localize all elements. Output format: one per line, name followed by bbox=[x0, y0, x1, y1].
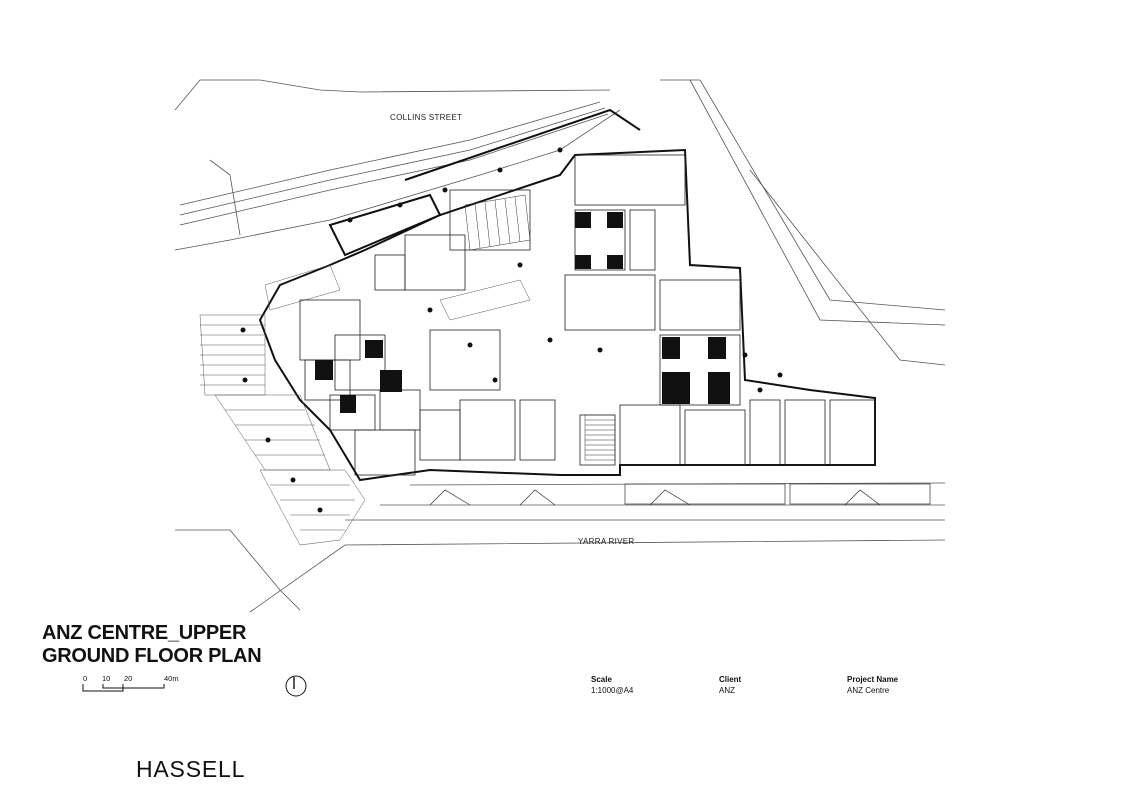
north-arrow-icon bbox=[285, 675, 307, 697]
drawing-title: ANZ CENTRE_UPPER GROUND FLOOR PLAN bbox=[42, 622, 262, 668]
info-project-value: ANZ Centre bbox=[847, 686, 890, 695]
scale-tick-0: 0 bbox=[83, 674, 88, 683]
info-scale-label: Scale bbox=[591, 675, 612, 684]
scale-tick-40: 40m bbox=[164, 674, 179, 683]
yarra-river-label: YARRA RIVER bbox=[578, 537, 635, 546]
hassell-logo: HASSELL bbox=[136, 756, 246, 782]
info-scale: Scale 1:1000@A4 bbox=[591, 674, 633, 696]
scale-tick-10: 10 bbox=[102, 674, 111, 683]
collins-street-label: COLLINS STREET bbox=[390, 113, 463, 122]
info-project: Project Name ANZ Centre bbox=[847, 674, 898, 696]
info-scale-value: 1:1000@A4 bbox=[591, 686, 634, 695]
scale-tick-20: 20 bbox=[124, 674, 133, 683]
drawing-title-line-2: GROUND FLOOR PLAN bbox=[42, 645, 262, 667]
drawing-title-line-1: ANZ CENTRE_UPPER bbox=[42, 622, 247, 644]
info-client-value: ANZ bbox=[719, 686, 735, 695]
info-client-label: Client bbox=[719, 675, 742, 684]
scale-bar-graphic bbox=[82, 684, 165, 692]
scale-bar: 0 10 20 40m bbox=[80, 674, 190, 696]
info-client: Client ANZ bbox=[719, 674, 741, 696]
info-project-label: Project Name bbox=[847, 675, 899, 684]
